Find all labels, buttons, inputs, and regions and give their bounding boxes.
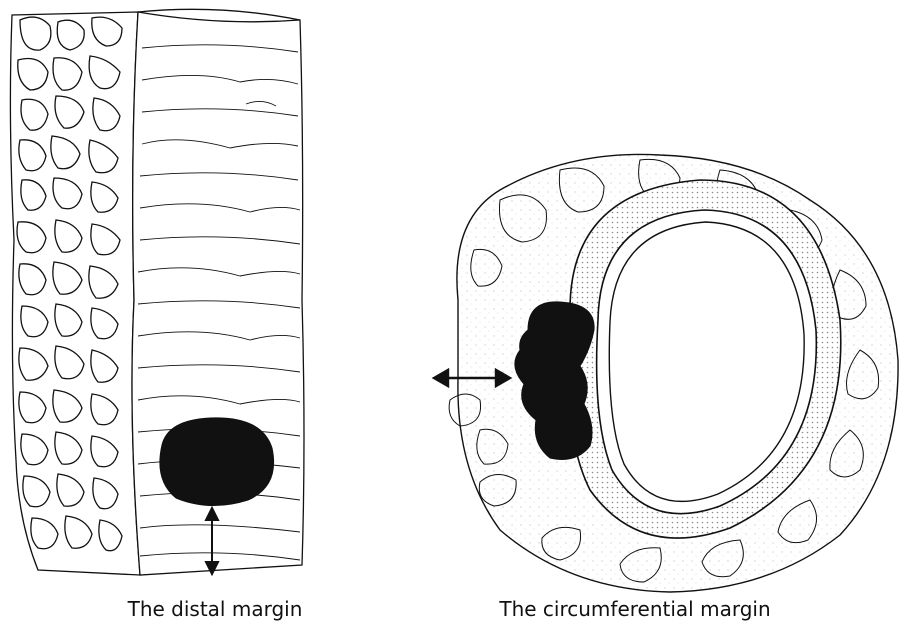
distal-margin-drawing [0, 0, 380, 600]
circumferential-margin-caption: The circumferential margin [455, 597, 815, 621]
distal-margin-illustration [0, 0, 380, 600]
mesorectal-fat-column [10, 12, 140, 575]
circumferential-margin-illustration [420, 0, 906, 600]
tumour [160, 418, 274, 506]
circumferential-margin-drawing [420, 0, 906, 600]
distal-margin-caption: The distal margin [110, 597, 320, 621]
